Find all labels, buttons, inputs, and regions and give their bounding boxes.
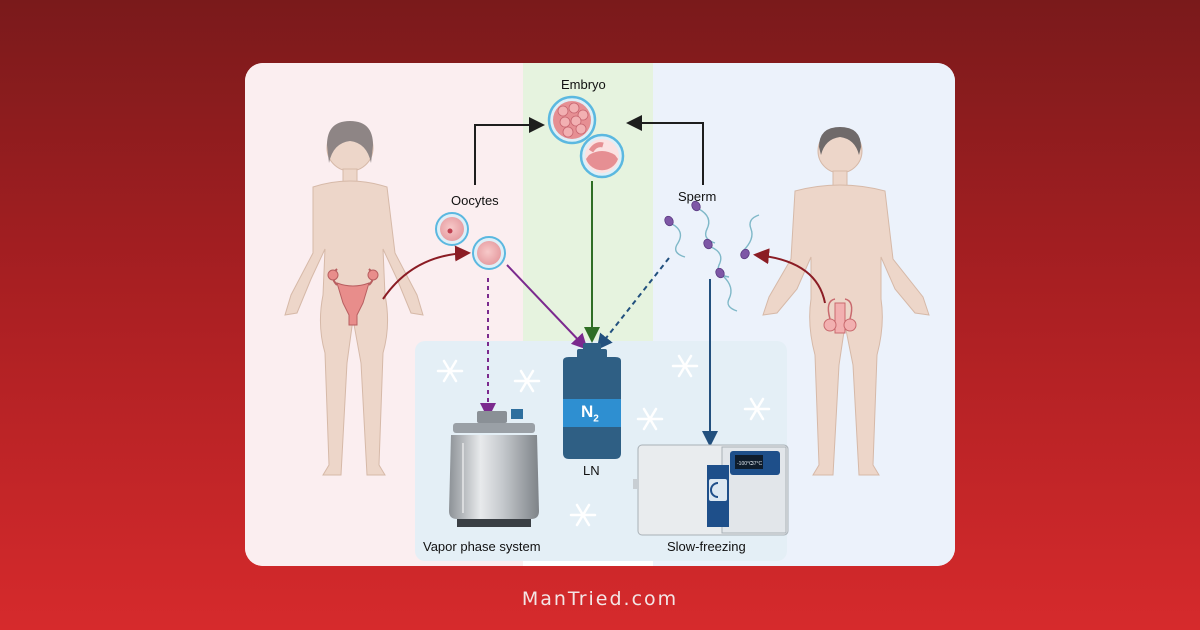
embryo-icons — [547, 95, 625, 179]
snowflake-icons — [436, 354, 771, 527]
oocytes-to-ln-arrow — [506, 264, 588, 350]
slow-freezer-icon — [633, 444, 789, 536]
footer-site-name[interactable]: ManTried.com — [521, 588, 679, 610]
ln-dewar-icon — [563, 343, 621, 459]
sperm-icons — [664, 200, 760, 312]
display-right-text: 37°C — [751, 461, 763, 467]
slow-freezing-label: Slow-freezing — [667, 539, 746, 554]
display-left-text: -100°C — [737, 461, 753, 467]
male-reproductive-icon — [823, 298, 857, 334]
testes-to-sperm-arrow — [753, 248, 826, 304]
sperm-label: Sperm — [678, 189, 717, 204]
female-figure-icon — [284, 121, 424, 476]
sperm-to-ln-arrow — [596, 257, 670, 351]
vapor-phase-tank-icon — [449, 409, 539, 527]
oocytes-to-embryo-arrow — [474, 117, 545, 185]
uterus-icon — [327, 268, 379, 326]
oocytes-label: Oocytes — [451, 193, 499, 208]
embryo-label: Embryo — [561, 77, 606, 92]
sperm-to-embryo-arrow — [626, 115, 704, 185]
nitrogen-subscript: 2 — [593, 413, 599, 425]
uterus-to-oocytes-arrow — [382, 245, 471, 300]
vapor-phase-label: Vapor phase system — [423, 539, 541, 554]
oocyte-icons — [435, 212, 506, 270]
nitrogen-symbol: N — [581, 402, 594, 421]
nitrogen-label: N2 — [581, 402, 599, 424]
ln-label: LN — [583, 463, 600, 478]
diagram-card: -100°C 37°C Embryo Oocytes Sperm N2 LN V… — [245, 63, 955, 566]
diagram-canvas: -100°C 37°C — [245, 63, 955, 566]
